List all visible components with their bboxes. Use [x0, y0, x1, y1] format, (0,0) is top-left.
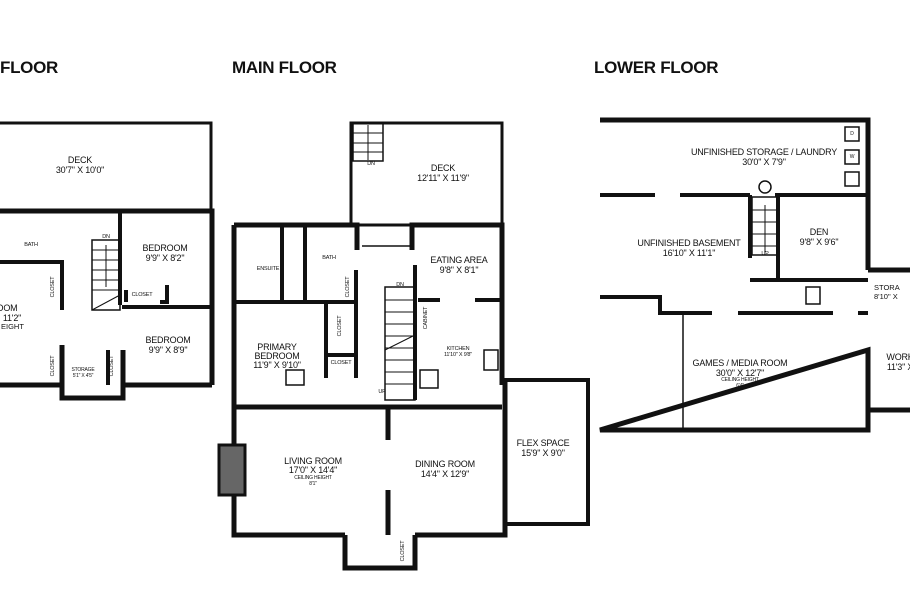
storage-laundry-size: 30'0" X 7'9"	[742, 157, 786, 167]
upper-closet-label: CLOSET	[50, 276, 56, 298]
flex-space-size: 15'9" X 9'0"	[521, 448, 565, 458]
unfinished-basement-size: 16'10" X 11'1"	[662, 248, 716, 258]
main-closet-label: CLOSET	[330, 360, 352, 366]
living-room-ceiling-label: CEILING HEIGHT	[294, 475, 332, 481]
stairs	[91, 239, 121, 311]
stairs	[384, 286, 416, 401]
main-floor-walls	[217, 121, 590, 571]
lower-storage-partial-size: 8'10" X	[874, 292, 898, 301]
upper-storage-size: 5'1" X 4'5"	[72, 373, 94, 379]
living-room-label: LIVING ROOM	[284, 456, 342, 466]
main-deck-label: DECK	[430, 163, 456, 173]
main-closet-label: CLOSET	[345, 276, 351, 298]
workshop-partial-size: 11'3" X	[886, 362, 910, 372]
upper-floor-title: FLOOR	[0, 58, 58, 77]
sink	[483, 349, 499, 371]
upper-deck-label: DECK	[67, 155, 93, 165]
cabinet-label: CABINET	[423, 306, 429, 330]
upper-deck-size: 30'7" X 10'0"	[55, 165, 105, 175]
dining-room-label: DINING ROOM	[415, 459, 475, 469]
games-media-room-label: GAMES / MEDIA ROOM	[692, 358, 788, 368]
primary-bedroom-size: 11'9" X 9'10"	[253, 360, 301, 370]
upper-bedroom-1-size: 9'9" X 8'2"	[145, 253, 185, 263]
main-up-label: UP	[378, 389, 386, 395]
eating-area-label: EATING AREA	[430, 255, 488, 265]
bathtub	[285, 369, 305, 386]
main-dn-label: DN	[396, 282, 404, 288]
kitchen-label: KITCHEN	[446, 346, 470, 352]
dryer-label: D	[850, 131, 854, 137]
unfinished-basement-label: UNFINISHED BASEMENT	[637, 238, 741, 248]
upper-closet-label: CLOSET	[109, 355, 115, 377]
den-size: 9'8" X 9'6"	[799, 237, 839, 247]
kitchen-size: 11'10" X 9'8"	[443, 352, 473, 358]
washer-label: W	[849, 154, 855, 160]
laundry-sink	[844, 171, 860, 187]
flex-space-label: FLEX SPACE	[516, 438, 570, 448]
lower-floor-title: LOWER FLOOR	[594, 58, 719, 77]
ensuite-label: ENSUITE	[256, 266, 280, 272]
living-room-ceiling-value: 8'1"	[309, 481, 317, 487]
upper-bedroom-2-label: BEDROOM	[145, 335, 191, 345]
eating-area-size: 9'8" X 8'1"	[439, 265, 479, 275]
workshop-partial-label: WORK	[886, 352, 910, 362]
games-media-ceiling-label: CEILING HEIGHT	[721, 377, 759, 383]
games-media-ceiling-value: 6'4"	[736, 383, 744, 389]
dining-room-size: 14'4" X 12'9"	[420, 469, 470, 479]
lower-up-label: UP	[761, 251, 769, 257]
main-closet-label: CLOSET	[337, 315, 343, 337]
upper-floor-walls	[0, 121, 215, 401]
games-media-room-size: 30'0" X 12'7"	[715, 368, 765, 378]
floor-drain	[758, 180, 772, 194]
primary-bedroom-label-1: PRIMARY	[257, 342, 297, 352]
lower-storage-partial-label: STORA	[874, 283, 900, 292]
upper-bedroom-1-label: BEDROOM	[142, 243, 188, 253]
main-closet-label: CLOSET	[400, 540, 406, 562]
fireplace	[217, 443, 247, 497]
den-label: DEN	[809, 227, 829, 237]
storage-laundry-label: UNFINISHED STORAGE / LAUNDRY	[690, 147, 838, 157]
upper-partial-room-label: OOM	[0, 303, 18, 313]
upper-storage-label: STORAGE	[71, 367, 95, 373]
main-bath-label: BATH	[322, 255, 336, 261]
upper-partial-room-note: EIGHT	[1, 322, 24, 331]
upper-bath-label: BATH	[24, 242, 38, 248]
living-room-size: 17'0" X 14'4"	[288, 465, 338, 475]
deck-stairs	[352, 122, 384, 162]
main-deck-dn-label: DN	[367, 161, 375, 167]
lower-floor-walls	[599, 117, 910, 433]
washer	[844, 149, 860, 165]
furnace	[805, 286, 821, 305]
dryer	[844, 126, 860, 142]
primary-bedroom-label-2: BEDROOM	[254, 351, 300, 361]
stove	[419, 369, 439, 389]
main-floor-title: MAIN FLOOR	[232, 58, 337, 77]
upper-closet-label: CLOSET	[50, 355, 56, 377]
upper-dn-label: DN	[102, 234, 110, 240]
upper-partial-room-size: 11'2"	[2, 313, 22, 323]
upper-bedroom-2-size: 9'9" X 8'9"	[148, 345, 188, 355]
upper-closet-label: CLOSET	[131, 292, 153, 298]
main-deck-size: 12'11" X 11'9"	[417, 173, 469, 183]
